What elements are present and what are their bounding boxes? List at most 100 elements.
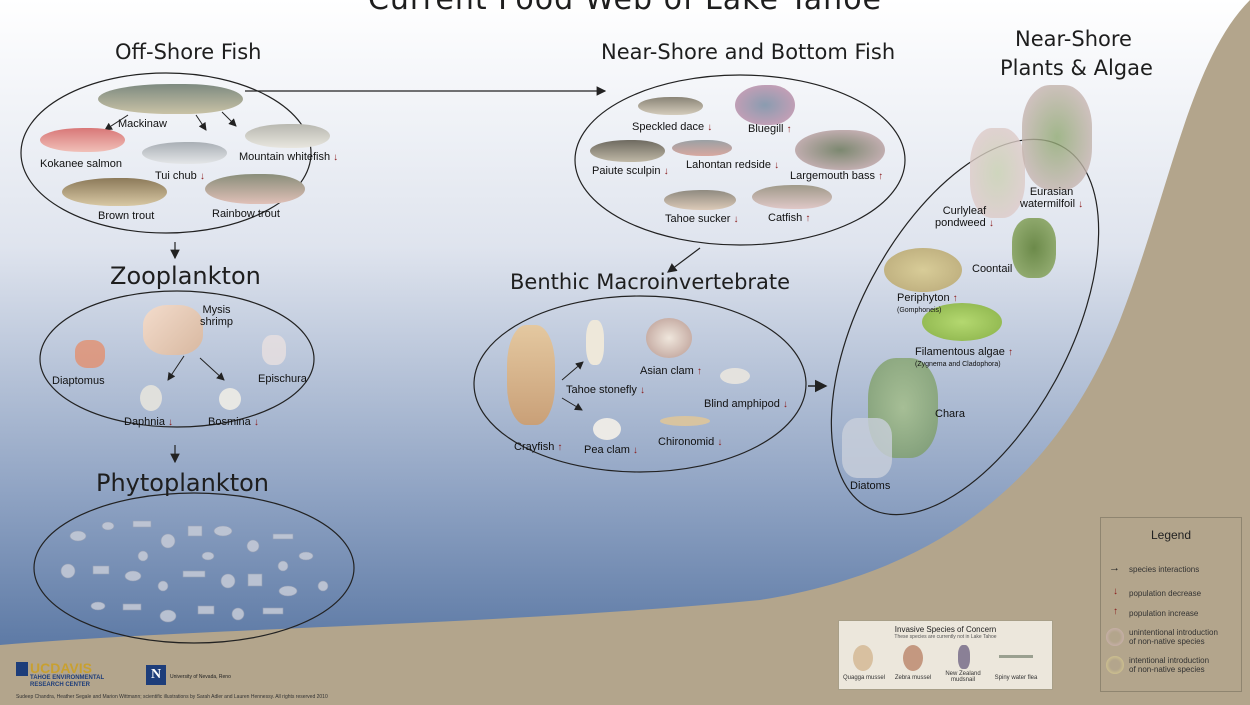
zebra-label: Zebra mussel [893,675,933,681]
offshore-fish-heading: Off-Shore Fish [115,40,261,64]
unr-name: University of Nevada, Reno [170,674,231,680]
epischura-label: Epischura [258,373,307,385]
trend-up-icon: ↑ [1008,347,1013,358]
watermilfoil-image [1022,85,1092,190]
catfish-label: Catfish ↑ [768,212,810,224]
zooplankton-heading: Zooplankton [110,262,261,290]
trend-down-icon: ↓ [200,171,205,182]
diaptomus-image [75,340,105,368]
crayfish-peaclam-arrow [562,398,582,410]
trend-up-icon: ↑ [697,366,702,377]
curlyleaf-label: Curlyleafpondweed ↓ [935,205,994,230]
unintentional-glow-icon [1106,628,1124,646]
phytoplankton-cells [38,496,350,644]
whitefish-image [245,124,330,148]
asian-clam-label: Asian clam ↑ [640,365,702,377]
mudsnail-label: New Zealand mudsnail [943,671,983,683]
mackinaw-image [98,84,243,114]
uc-davis-logo-mark [16,662,28,676]
trend-up-icon: ↑ [557,442,562,453]
mysis-label: Mysisshrimp [200,304,233,328]
daphnia-label: Daphnia ↓ [124,416,173,428]
diaptomus-label: Diaptomus [52,375,105,387]
catfish-image [752,185,832,209]
stonefly-label: Tahoe stonefly ↓ [566,384,645,396]
lahontan-redside-image [672,140,732,156]
blind-amphipod-label: Blind amphipod ↓ [704,398,788,410]
mackinaw-whitefish-arrow [222,112,236,126]
chironomid-label: Chironomid ↓ [658,436,722,448]
arrow-right-icon: → [1109,562,1120,574]
trend-up-icon: ↑ [787,124,792,135]
trend-down-icon: ↓ [989,218,994,229]
mysis-shrimp-image [143,305,203,355]
credits: Sudeep Chandra, Heather Segale and Mario… [16,694,328,700]
benthic-heading: Benthic Macroinvertebrate [510,270,790,294]
legend-box: Legend → species interactions ↓ populati… [1100,517,1242,692]
legend-intentional: intentional introductionof non-native sp… [1129,656,1209,674]
plants-heading-line2: Plants & Algae [1000,56,1153,80]
daphnia-image [140,385,162,411]
nearshore-to-benthic-arrow [668,248,700,272]
bluegill-label: Bluegill ↑ [748,123,792,135]
coontail-image [1012,218,1056,278]
unr-logo: N [146,665,166,685]
crayfish-image [507,325,555,425]
quagga-image [853,645,873,671]
tuichub-label: Tui chub ↓ [155,170,205,182]
legend-unintentional: unintentional introductionof non-native … [1129,628,1218,646]
trend-down-icon: ↓ [633,445,638,456]
kokanee-image [40,128,125,152]
trend-up-icon: ↑ [1113,606,1118,617]
speckled-dace-label: Speckled dace ↓ [632,121,712,133]
speckled-dace-image [638,97,703,115]
invasive-species-box: Invasive Species of Concern These specie… [838,620,1053,690]
chironomid-image [660,416,710,426]
stonefly-image [586,320,604,365]
rainbow-trout-image [205,174,305,204]
tahoe-sucker-label: Tahoe sucker ↓ [665,213,739,225]
trend-down-icon: ↓ [774,160,779,171]
diatoms-image [842,418,892,478]
paiute-sculpin-image [590,140,665,162]
trend-down-icon: ↓ [1113,586,1118,597]
nearshore-fish-heading: Near-Shore and Bottom Fish [601,40,895,64]
water-flea-image [999,655,1033,658]
quagga-label: Quagga mussel [843,675,883,681]
mudsnail-image [958,645,970,669]
trend-up-icon: ↑ [953,293,958,304]
legend-title: Legend [1101,528,1241,542]
trend-down-icon: ↓ [707,122,712,133]
trend-down-icon: ↓ [168,417,173,428]
diatoms-label: Diatoms [850,480,890,492]
brown-trout-label: Brown trout [98,210,154,222]
invasive-title: Invasive Species of Concern [839,625,1052,634]
asian-clam-image [646,318,692,358]
trend-down-icon: ↓ [254,417,259,428]
pea-clam-image [593,418,621,440]
legend-interactions: species interactions [1129,565,1199,574]
chara-label: Chara [935,408,965,420]
uc-davis-logo: UCDAVIS [30,660,92,676]
periphyton-label: Periphyton ↑(Gomphoneis) [897,293,958,316]
blind-amphipod-image [720,368,750,384]
mysis-daphnia-arrow [168,356,184,380]
trend-down-icon: ↓ [1078,199,1083,210]
intentional-glow-icon [1106,656,1124,674]
legend-decrease: population decrease [1129,589,1201,598]
epischura-image [262,335,286,365]
lahontan-redside-label: Lahontan redside ↓ [686,159,779,171]
kokanee-label: Kokanee salmon [40,158,122,170]
trend-down-icon: ↓ [734,214,739,225]
crayfish-stonefly-arrow [562,362,583,380]
largemouth-bass-image [795,130,885,170]
mysis-bosmina-arrow [200,358,224,380]
terc-logo: TAHOE ENVIRONMENTALRESEARCH CENTER [30,675,104,689]
legend-increase: population increase [1129,609,1198,618]
trend-down-icon: ↓ [717,437,722,448]
coontail-label: Coontail [972,263,1012,275]
pea-clam-label: Pea clam ↓ [584,444,638,456]
mackinaw-tuichub-arrow [196,115,206,130]
filamentous-label: Filamentous algae ↑(Zygnema and Cladopho… [915,347,1013,370]
brown-trout-image [62,178,167,206]
